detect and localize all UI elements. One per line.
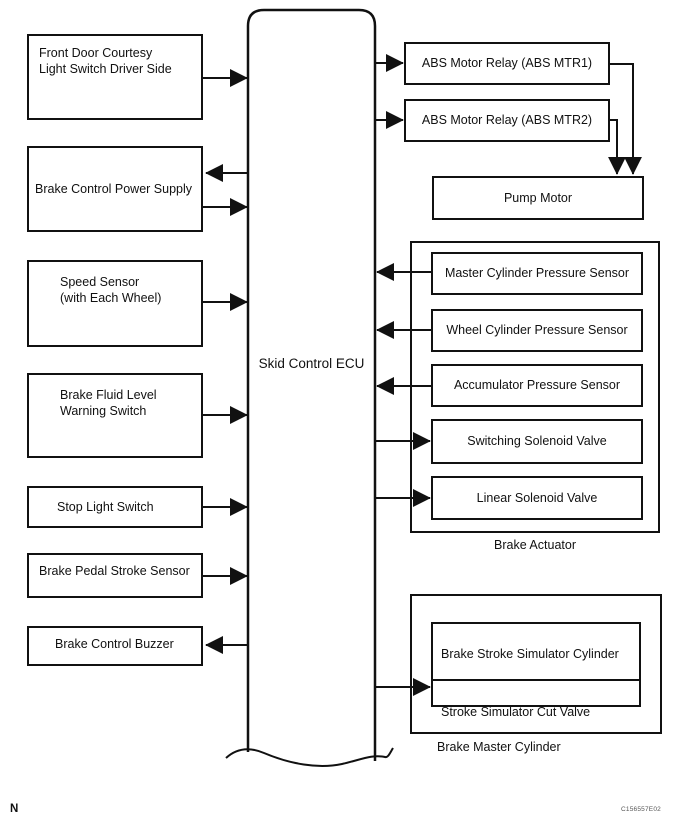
ecu-break-squiggle — [225, 747, 394, 767]
box-stop-light-switch: Stop Light Switch — [27, 486, 203, 528]
caption-brake-actuator: Brake Actuator — [494, 538, 576, 552]
box-wheel-cylinder-pressure-sensor: Wheel Cylinder Pressure Sensor — [431, 309, 643, 352]
box-switching-solenoid-valve: Switching Solenoid Valve — [431, 419, 643, 464]
box-master-cylinder-pressure-sensor: Master Cylinder Pressure Sensor — [431, 252, 643, 295]
cell-brake-stroke-simulator-cylinder: Brake Stroke Simulator Cylinder — [433, 640, 639, 682]
box-brake-control-buzzer: Brake Control Buzzer — [27, 626, 203, 666]
box-abs-motor-relay-1: ABS Motor Relay (ABS MTR1) — [404, 42, 610, 85]
box-pump-motor: Pump Motor — [432, 176, 644, 220]
box-brake-fluid-level-warning-switch: Brake Fluid Level Warning Switch — [27, 373, 203, 458]
box-brake-control-power-supply: Brake Control Power Supply — [27, 146, 203, 232]
box-accumulator-pressure-sensor: Accumulator Pressure Sensor — [431, 364, 643, 407]
box-speed-sensor: Speed Sensor (with Each Wheel) — [27, 260, 203, 347]
box-stroke-simulator: Brake Stroke Simulator Cylinder Stroke S… — [431, 622, 641, 719]
box-abs-motor-relay-2: ABS Motor Relay (ABS MTR2) — [404, 99, 610, 142]
connector-abs-mtr2-to-pump-motor — [608, 119, 626, 175]
page-marker-n: N — [10, 803, 19, 815]
box-linear-solenoid-valve: Linear Solenoid Valve — [431, 476, 643, 520]
figure-code: C156557E02 — [621, 806, 661, 813]
cell-stroke-simulator-cut-valve: Stroke Simulator Cut Valve — [441, 704, 591, 719]
group-brake-master-cylinder — [410, 594, 662, 734]
skid-control-ecu-label: Skid Control ECU — [258, 356, 365, 371]
connector-abs-mtr1-to-pump-motor — [610, 63, 642, 175]
group-brake-actuator — [410, 241, 660, 533]
skid-control-ecu-outline — [246, 8, 377, 761]
box-front-door-courtesy-light-switch: Front Door Courtesy Light Switch Driver … — [27, 34, 203, 120]
caption-brake-master-cylinder: Brake Master Cylinder — [437, 740, 561, 754]
box-brake-pedal-stroke-sensor: Brake Pedal Stroke Sensor — [27, 553, 203, 598]
